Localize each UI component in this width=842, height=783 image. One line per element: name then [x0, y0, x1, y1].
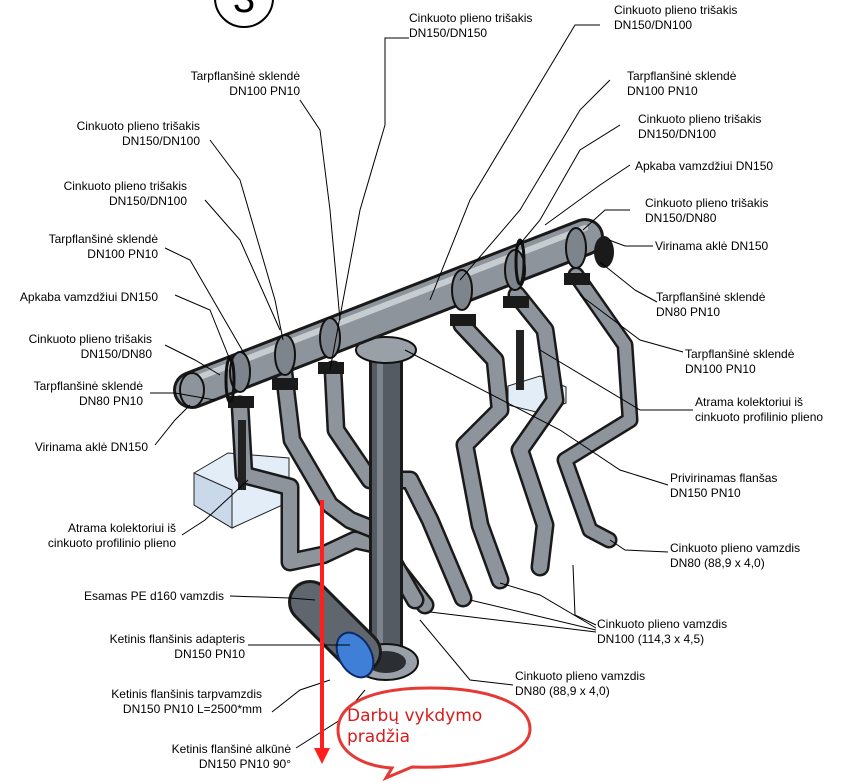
label-virinama-akle-left: Virinama aklė DN150 [35, 440, 148, 454]
label-esamas-pe: Esamas PE d160 vamzdis [84, 589, 224, 603]
drawing-number-marker: 3 [214, 0, 274, 28]
drawing-number: 3 [233, 0, 255, 21]
existing-pe-pipe [288, 580, 382, 679]
vertical-riser [353, 336, 419, 681]
pipe-network [173, 218, 639, 681]
work-start-arrow [314, 500, 330, 764]
valves [224, 227, 590, 490]
end-cap-left [179, 372, 205, 408]
end-cap-right [594, 236, 614, 268]
leader-lines [150, 24, 693, 749]
label-virinama-akle-right: Virinama aklė DN150 [655, 239, 768, 253]
flanged-adapter [335, 631, 375, 679]
label-apkaba-left: Apkaba vamzdžiui DN150 [20, 290, 158, 304]
branch-pipes [230, 266, 639, 615]
label-apkaba-right: Apkaba vamzdžiui DN150 [635, 159, 773, 173]
